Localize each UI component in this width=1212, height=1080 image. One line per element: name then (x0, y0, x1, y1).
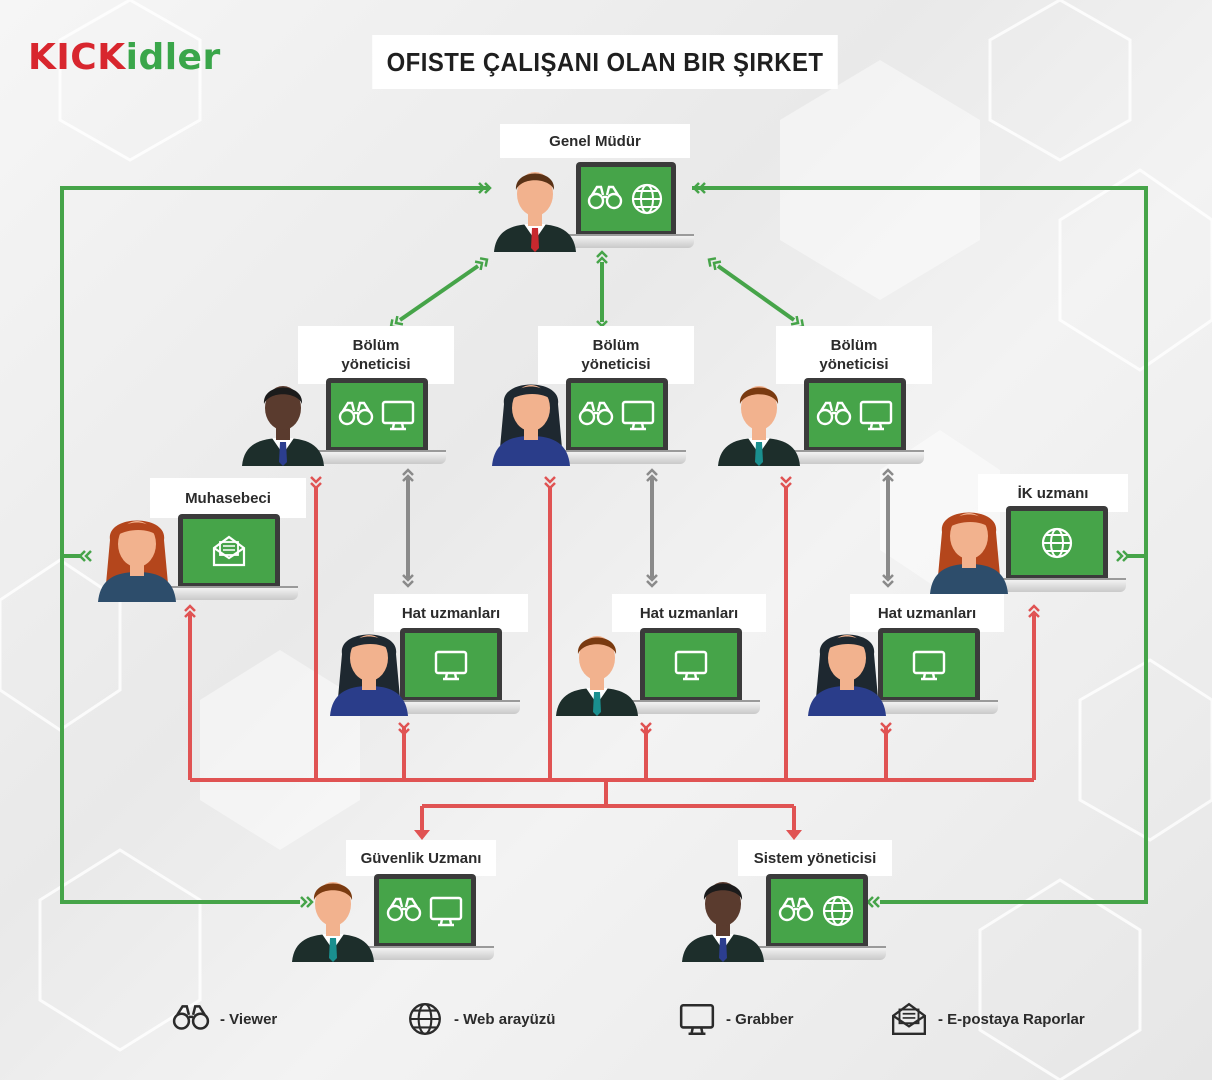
avatar-woman-red-hair (926, 498, 1012, 599)
edge-mgr1-ceo (398, 264, 480, 322)
legend-text: - E-postaya Raporlar (938, 1010, 1085, 1028)
laptop (748, 874, 886, 960)
monitor-icon (673, 647, 709, 683)
arrow-red-line-2 (879, 721, 893, 736)
monitor-icon (433, 647, 469, 683)
laptop (548, 378, 686, 464)
avatar-woman-dark-hair (326, 620, 412, 721)
laptop (988, 506, 1126, 592)
arrow-red-mgr-1 (543, 475, 557, 490)
legend-text: - Web arayüzü (454, 1010, 556, 1028)
globe-icon (406, 1000, 444, 1038)
avatar-man-dark-skin (680, 866, 766, 967)
arrow-red-line-0 (397, 721, 411, 736)
laptop (356, 874, 494, 960)
laptop (860, 628, 998, 714)
avatar-woman-dark-hair (488, 370, 574, 471)
binoculars-icon (386, 893, 422, 929)
arrow-mgr2-ceo-top (595, 250, 609, 265)
arrow-hr (1115, 549, 1130, 563)
edge-ceo-security (60, 186, 490, 904)
arrow-red-mgr-0 (309, 475, 323, 490)
node-label: Bölüm yöneticisi (538, 326, 694, 384)
monitor-icon (911, 647, 947, 683)
binoculars-icon (338, 397, 374, 433)
node-label: Hat uzmanları (850, 594, 1004, 632)
node-label: Bölüm yöneticisi (776, 326, 932, 384)
kickidler-logo: KICKidler (28, 38, 221, 78)
laptop (382, 628, 520, 714)
page-title: OFISTE ÇALIŞANI OLAN BIR ŞIRKET (372, 35, 838, 89)
avatar-man-brown-hair (554, 620, 640, 721)
laptop (622, 628, 760, 714)
arrow-sysadmin (866, 895, 881, 909)
avatar-man-dark-skin (240, 370, 326, 471)
node-label: Genel Müdür (500, 124, 690, 158)
monitor-icon (380, 397, 416, 433)
laptop (786, 378, 924, 464)
monitor-icon (678, 1000, 716, 1038)
logo-part-green: idler (125, 37, 221, 78)
node-label: Hat uzmanları (612, 594, 766, 632)
avatar-man-red-tie (492, 156, 578, 257)
arrowhead-red-0 (414, 830, 430, 840)
envelope-icon (211, 533, 247, 569)
arrow-red-mgr-2 (779, 475, 793, 490)
edge-ceo-sysadmin (692, 186, 1148, 904)
binoculars-icon (172, 1000, 210, 1038)
legend-item: - Web arayüzü (406, 1000, 555, 1038)
globe-icon (1039, 525, 1075, 561)
laptop (558, 162, 694, 248)
avatar-man-brown-hair (290, 866, 376, 967)
node-label: İK uzmanı (978, 474, 1128, 512)
arrow-accountant (78, 549, 93, 563)
arrowhead-red-1 (786, 830, 802, 840)
binoculars-icon (778, 893, 814, 929)
edge-mgr3-ceo (716, 264, 796, 322)
node-label: Bölüm yöneticisi (298, 326, 454, 384)
monitor-icon (858, 397, 894, 433)
node-label: Sistem yöneticisi (738, 840, 892, 876)
node-label: Muhasebeci (150, 478, 306, 518)
laptop (160, 514, 298, 600)
avatar-man-brown-hair (716, 370, 802, 471)
monitor-icon (620, 397, 656, 433)
binoculars-icon (578, 397, 614, 433)
globe-icon (629, 181, 665, 217)
legend-item: - Grabber (678, 1000, 794, 1038)
laptop (308, 378, 446, 464)
binoculars-icon (816, 397, 852, 433)
logo-part-red: KICK (28, 37, 126, 78)
globe-icon (820, 893, 856, 929)
arrow-red-line-1 (639, 721, 653, 736)
legend-text: - Viewer (220, 1010, 278, 1028)
binoculars-icon (587, 181, 623, 217)
monitor-icon (428, 893, 464, 929)
node-label: Güvenlik Uzmanı (346, 840, 496, 876)
envelope-icon (890, 1000, 928, 1038)
avatar-woman-dark-hair (804, 620, 890, 721)
legend-item: - Viewer (172, 1000, 277, 1038)
avatar-woman-red-hair (94, 506, 180, 607)
legend-item: - E-postaya Raporlar (890, 1000, 1085, 1038)
legend-text: - Grabber (726, 1010, 794, 1028)
node-label: Hat uzmanları (374, 594, 528, 632)
